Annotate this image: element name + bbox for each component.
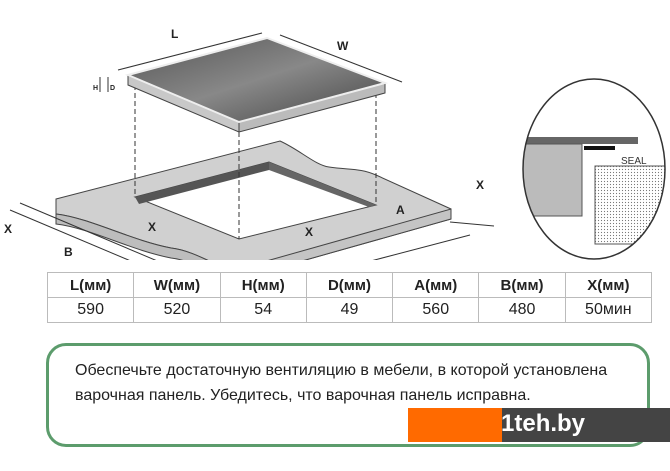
value-cell: 54	[219, 297, 307, 323]
value-cell: 590	[46, 297, 135, 323]
label-b: B	[64, 245, 73, 259]
countertop	[55, 140, 452, 260]
header-cell: B(мм)	[478, 272, 566, 298]
dimension-lines	[9, 32, 495, 260]
label-w: W	[337, 39, 349, 53]
header-cell: A(мм)	[392, 272, 480, 298]
label-a: A	[396, 203, 405, 217]
installation-diagram: L W H D X B X X A X SEAL	[4, 27, 666, 260]
note-text: Обеспечьте достаточную вентиляцию в мебе…	[75, 362, 608, 404]
value-cell: 49	[305, 297, 394, 323]
label-x-front-left: X	[148, 220, 156, 234]
table-row: 590 520 54 49 560 480 50мин	[46, 297, 653, 323]
label-x-front-right: X	[305, 225, 313, 239]
value-cell: 520	[133, 297, 221, 323]
header-cell: D(мм)	[305, 272, 394, 298]
projection-lines	[134, 85, 377, 239]
watermark-text: 1teh.by	[501, 410, 586, 437]
header-cell: X(мм)	[564, 272, 653, 298]
label-d: D	[110, 85, 115, 92]
value-cell: 560	[392, 297, 480, 323]
label-x-right: X	[476, 178, 484, 192]
watermark-logo: 1teh.by	[408, 408, 670, 442]
header-cell: H(мм)	[219, 272, 307, 298]
header-cell: L(мм)	[46, 272, 135, 298]
seal-detail-inset: SEAL	[522, 78, 666, 260]
label-h: H	[93, 85, 98, 92]
label-l: L	[171, 27, 178, 41]
value-cell: 50мин	[564, 297, 653, 323]
table-header-row: L(мм) W(мм) H(мм) D(мм) A(мм) B(мм) X(мм…	[46, 272, 653, 298]
header-cell: W(мм)	[133, 272, 221, 298]
label-x-left: X	[4, 222, 12, 236]
hob	[124, 36, 389, 133]
value-cell: 480	[478, 297, 566, 323]
label-seal: SEAL	[621, 156, 647, 167]
dimensions-table: L(мм) W(мм) H(мм) D(мм) A(мм) B(мм) X(мм…	[46, 272, 653, 323]
